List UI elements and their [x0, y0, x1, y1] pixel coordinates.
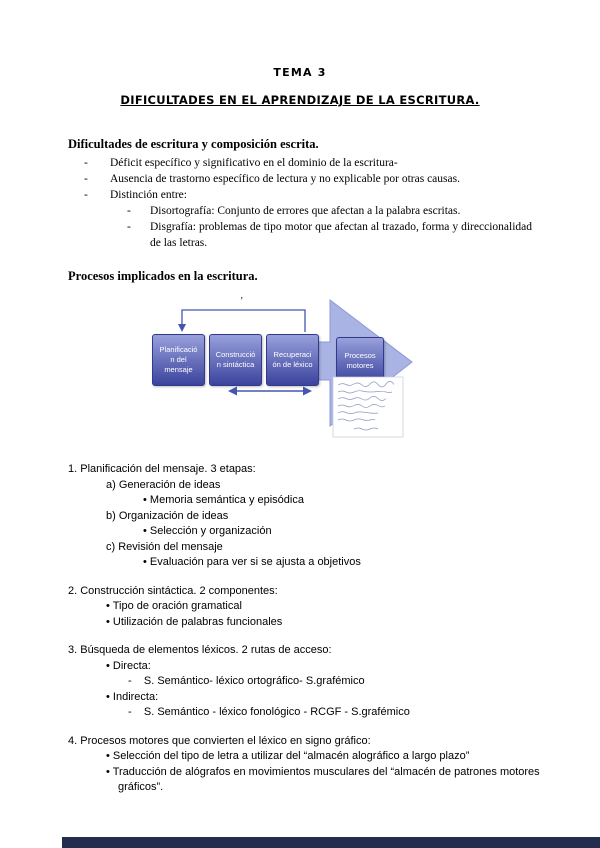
dash-marker: - [127, 205, 131, 217]
list-item: - Déficit específico y significativo en e… [68, 155, 532, 171]
list-line: b) Organización de ideas [106, 509, 229, 522]
list-line: - S. Semántico - léxico fonológico - RCG… [128, 706, 410, 718]
list-line: 2. Construcción sintáctica. 2 componente… [68, 584, 278, 597]
section2-heading: Procesos implicados en la escritura. [68, 269, 258, 283]
document-body: Dificultades de escritura y composición … [0, 137, 600, 284]
handwritten-note [332, 376, 404, 438]
numbered-block: 3. Búsqueda de elementos léxicos. 2 ruta… [68, 643, 555, 721]
process-box: Planificació n del mensaje [152, 334, 205, 386]
footer-bar [62, 837, 600, 848]
list-item-text: Déficit específico y significativo en el… [110, 157, 398, 169]
list-line: • Selección y organización [143, 525, 272, 537]
process-box: Procesos motores [336, 337, 384, 384]
list-item-text: Distinción entre: [110, 189, 187, 201]
dash-marker: - [84, 157, 88, 169]
section1-heading: Dificultades de escritura y composición … [68, 137, 319, 151]
numbered-block: 1. Planificación del mensaje. 3 etapas: a… [68, 462, 555, 571]
numbered-block: 4. Procesos motores que convierten el lé… [68, 734, 555, 796]
list-item: - Distinción entre: [68, 187, 532, 203]
numbered-sections: 1. Planificación del mensaje. 3 etapas: a… [0, 462, 600, 796]
list-line: • Utilización de palabras funcionales [106, 615, 283, 628]
list-line: 4. Procesos motores que convierten el lé… [68, 734, 371, 747]
list-line: • Traducción de alógrafos en movimientos… [106, 765, 543, 794]
doc-title: TEMA 3 [273, 66, 327, 79]
process-box: Construcció n sintáctica [209, 334, 262, 386]
dash-marker: - [84, 173, 88, 185]
list-line: 1. Planificación del mensaje. 3 etapas: [68, 463, 256, 475]
list-line: 3. Búsqueda de elementos léxicos. 2 ruta… [68, 644, 332, 656]
list-item-text: Disortografía: Conjunto de errores que a… [150, 205, 461, 217]
list-line: • Indirecta: [106, 690, 159, 703]
list-item: - Disgrafía: problemas de tipo motor que … [68, 219, 532, 251]
process-box: Recuperaci ón de léxico [266, 334, 319, 386]
feedback-arrowhead-icon [178, 324, 186, 332]
feedback-connector-line [181, 309, 306, 332]
list-item: - Disortografía: Conjunto de errores que … [68, 203, 532, 219]
doc-subtitle: DIFICULTADES EN EL APRENDIZAJE DE LA ESC… [120, 93, 480, 107]
list-line: a) Generación de ideas [106, 478, 221, 491]
list-item-text: Disgrafía: problemas de tipo motor que a… [150, 221, 532, 249]
list-line: • Memoria semántica y episódica [143, 494, 304, 506]
numbered-block: 2. Construcción sintáctica. 2 componente… [68, 584, 555, 631]
list-line: - S. Semántico- léxico ortográfico- S.gr… [128, 675, 365, 687]
list-line: c) Revisión del mensaje [106, 540, 223, 553]
bottom-left-arrowhead-icon [228, 386, 237, 396]
list-line: • Directa: [106, 659, 151, 672]
dash-list: - Déficit específico y significativo en e… [68, 155, 532, 251]
tick-mark: ’ [240, 296, 243, 307]
list-item: - Ausencia de trastorno específico de lec… [68, 171, 532, 187]
list-item-text: Ausencia de trastorno específico de lect… [110, 173, 460, 185]
bottom-right-arrowhead-icon [303, 386, 312, 396]
dash-marker: - [84, 189, 88, 201]
list-line: • Evaluación para ver si se ajusta a obj… [143, 556, 361, 568]
list-line: • Selección del tipo de letra a utilizar… [106, 750, 470, 762]
dash-marker: - [127, 221, 131, 233]
list-line: • Tipo de oración gramatical [106, 600, 242, 612]
